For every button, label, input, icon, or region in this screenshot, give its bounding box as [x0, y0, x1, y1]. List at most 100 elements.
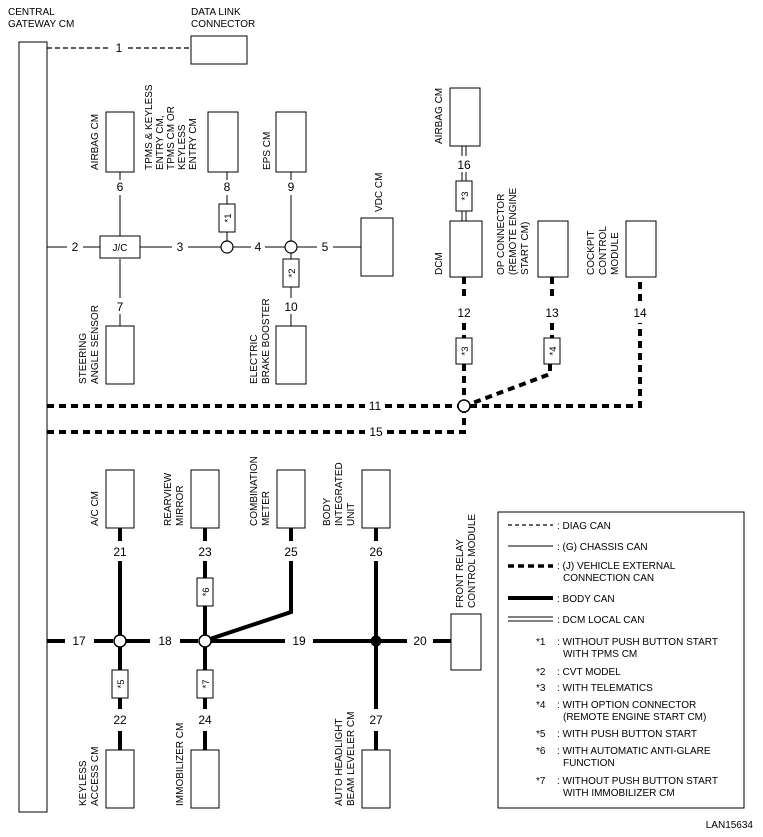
- line-number-27: 27: [369, 713, 383, 727]
- dcm-label: DCM: [434, 252, 445, 275]
- data-link-connector-box: [190, 35, 248, 65]
- legend-note-6-line1: : WITH AUTOMATIC ANTI-GLARE: [557, 746, 711, 757]
- line-number-16: 16: [457, 158, 471, 172]
- legend-box: [497, 511, 745, 809]
- airbag-cm-box: [105, 111, 135, 173]
- rearview-label-2: MIRROR: [175, 485, 186, 526]
- legend-note-3-line1: : WITH TELEMATICS: [557, 683, 653, 694]
- keyless-label-1: KEYLESS: [78, 760, 89, 806]
- legend-note-tag-5: *5: [536, 729, 546, 740]
- immobilizer-cm-box: [190, 749, 220, 809]
- legend-note-tag-2: *2: [536, 667, 546, 678]
- tag-box-6: [196, 577, 214, 607]
- tag-box-3-top: [455, 180, 473, 212]
- chassis-can-lines: [47, 172, 361, 326]
- line-number-24: 24: [198, 713, 212, 727]
- body-label-3: UNIT: [346, 503, 357, 526]
- front-relay-control-module-box: [450, 613, 482, 671]
- body-junction-20: [370, 635, 382, 647]
- tag-box-2: [282, 258, 300, 288]
- headlight-label-2: BEAM LEVELER CM: [346, 712, 357, 806]
- tpms-label-4: KEYLESS: [177, 124, 188, 170]
- line-number-5: 5: [322, 240, 329, 254]
- combination-label-1: COMBINATION: [249, 456, 260, 526]
- body-integrated-unit-box: [361, 469, 391, 529]
- legend-diag-label: : DIAG CAN: [557, 521, 611, 532]
- line-number-14: 14: [633, 306, 647, 320]
- booster-label-2: BRAKE BOOSTER: [261, 298, 272, 384]
- body-can-lines: [47, 528, 451, 750]
- tag-box-5: [111, 669, 129, 699]
- tag-box-3: [455, 337, 473, 365]
- front-relay-label-1: FRONT RELAY: [455, 539, 466, 608]
- electric-brake-booster-box: [275, 325, 307, 385]
- legend-note-4-line1: : WITH OPTION CONNECTOR: [557, 700, 696, 711]
- rearview-label-1: REARVIEW: [163, 472, 174, 526]
- rearview-mirror-box: [190, 469, 220, 529]
- tag-1: *1: [223, 214, 234, 223]
- tag-4: *4: [548, 347, 559, 356]
- legend-external-label-1: : (J) VEHICLE EXTERNAL: [557, 561, 676, 572]
- airbag-cm-top-box: [449, 87, 481, 147]
- body-junction-18: [113, 634, 127, 648]
- line-number-23: 23: [198, 545, 212, 559]
- cockpit-label-2: CONTROL: [598, 226, 609, 275]
- line-number-19: 19: [292, 634, 306, 648]
- line-number-20: 20: [413, 634, 427, 648]
- external-can-junction: [457, 399, 471, 413]
- tag-box-4: [543, 337, 561, 365]
- combination-meter-box: [276, 469, 306, 529]
- booster-label-1: ELECTRIC: [249, 335, 260, 384]
- steering-angle-sensor-box: [105, 325, 135, 385]
- legend-note-1-line2: WITH TPMS CM: [563, 649, 637, 660]
- central-gateway-box: [18, 41, 48, 813]
- legend-note-tag-3: *3: [536, 683, 546, 694]
- eps-cm-box: [275, 111, 307, 173]
- tpms-keyless-box: [207, 111, 239, 173]
- legend-note-tag-1: *1: [536, 637, 546, 648]
- line-number-22: 22: [113, 713, 127, 727]
- tpms-label-2: ENTRY CM,: [155, 115, 166, 170]
- tag-3: *3: [460, 347, 471, 356]
- op-label-3: START CM): [520, 222, 531, 275]
- legend-chassis-label: : (G) CHASSIS CAN: [557, 542, 648, 553]
- immobilizer-label: IMMOBILIZER CM: [175, 723, 186, 806]
- figure-id: LAN15634: [706, 820, 754, 831]
- steering-label-2: ANGLE SENSOR: [90, 305, 101, 384]
- line-number-2: 2: [72, 240, 79, 254]
- cockpit-label-3: MODULE: [610, 232, 621, 275]
- legend-note-7-line1: : WITHOUT PUSH BUTTON START: [557, 776, 718, 787]
- tag-5: *5: [116, 680, 127, 689]
- legend-note-tag-7: *7: [536, 776, 546, 787]
- line-number-18: 18: [158, 634, 172, 648]
- legend-note-5-line1: : WITH PUSH BUTTON START: [557, 729, 697, 740]
- tag-box-1: [218, 203, 236, 233]
- legend-dcm-label: : DCM LOCAL CAN: [557, 615, 644, 626]
- junction-node-5: [284, 240, 298, 254]
- ac-cm-box: [105, 469, 135, 529]
- tag-3-top: *3: [460, 192, 471, 201]
- legend-body-label: : BODY CAN: [557, 594, 615, 605]
- line-number-8: 8: [224, 180, 231, 194]
- vdc-cm-label: VDC CM: [374, 173, 385, 212]
- junction-node-4: [220, 240, 234, 254]
- line-number-25: 25: [284, 545, 298, 559]
- line-number-12: 12: [457, 306, 471, 320]
- headlight-leveler-box: [361, 749, 391, 809]
- line-number-11: 11: [369, 399, 382, 413]
- tpms-label-1: TPMS & KEYLESS: [144, 84, 155, 170]
- body-label-1: BODY: [322, 497, 333, 526]
- line-number-4: 4: [255, 240, 262, 254]
- cockpit-label-1: COCKPIT: [586, 231, 597, 275]
- legend-note-tag-6: *6: [536, 746, 546, 757]
- keyless-access-cm-box: [105, 749, 135, 809]
- dlc-label-2: CONNECTOR: [191, 19, 255, 30]
- line-number-6: 6: [117, 180, 124, 194]
- op-connector-box: [537, 220, 569, 278]
- airbag-cm-top-label: AIRBAG CM: [434, 88, 445, 144]
- legend-note-1-line1: : WITHOUT PUSH BUTTON START: [557, 637, 718, 648]
- jc-label: J/C: [113, 243, 128, 254]
- tpms-label-5: ENTRY CM: [188, 118, 199, 170]
- eps-cm-label: EPS CM: [262, 132, 273, 170]
